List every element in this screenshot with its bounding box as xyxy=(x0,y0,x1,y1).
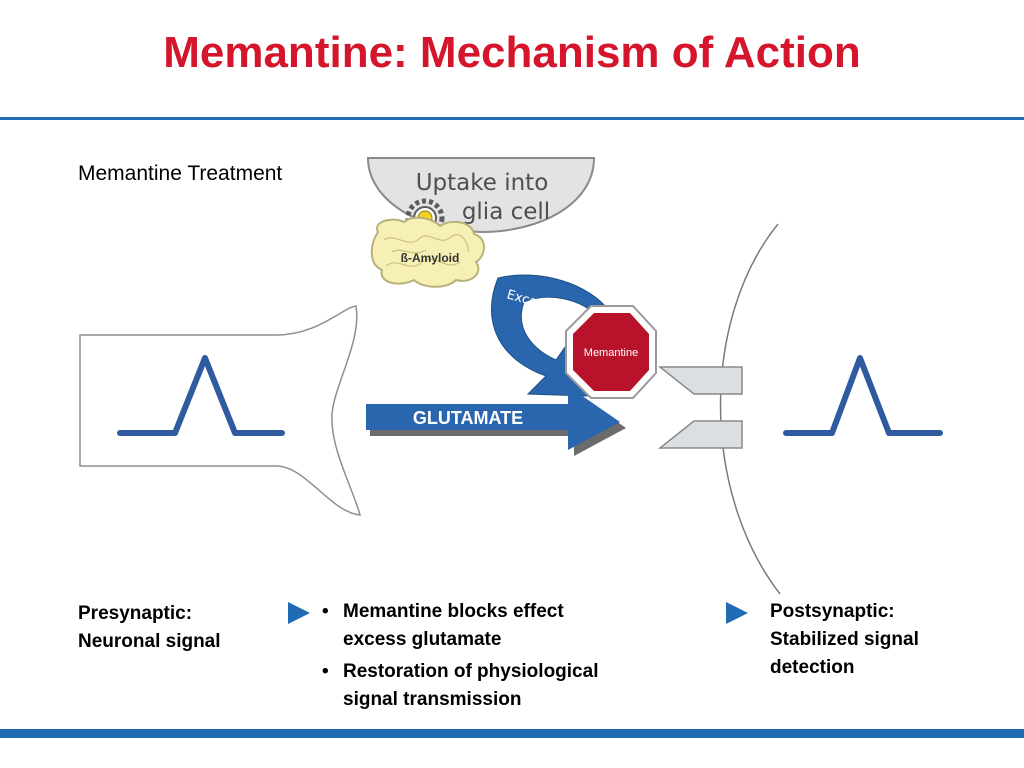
excess-glutamate-arrow xyxy=(490,274,611,397)
postsynaptic-label: Postsynaptic: Stabilized signal detectio… xyxy=(770,601,919,678)
bullet-item: Restoration of physiological signal tran… xyxy=(320,658,680,714)
amyloid-label: ß-Amyloid xyxy=(401,251,460,265)
postsynaptic-membrane xyxy=(719,223,781,595)
glia-label-line-1: Uptake into xyxy=(416,170,549,196)
receptor-lower xyxy=(657,420,743,449)
pointer-arrow-icon xyxy=(726,602,748,624)
slide-title: Memantine: Mechanism of Action xyxy=(163,28,861,77)
glutamate-arrow xyxy=(366,386,620,450)
mechanism-bullets: Memantine blocks effect excess glutamate… xyxy=(320,598,680,718)
memantine-stop-sign xyxy=(573,313,649,391)
top-divider xyxy=(0,117,1024,120)
receptor-upper xyxy=(657,366,743,395)
glia-label-line-2: glia cell xyxy=(462,199,550,225)
memantine-stop-sign-label: Memantine xyxy=(584,347,638,359)
postsynaptic-signal-spike xyxy=(783,355,943,436)
glutamate-arrow-label: GLUTAMATE xyxy=(413,408,523,428)
presynaptic-label: Presynaptic: Neuronal signal xyxy=(78,603,221,652)
presynaptic-signal-spike xyxy=(117,355,285,436)
slide-subtitle: Memantine Treatment xyxy=(78,162,283,185)
bottom-divider xyxy=(0,729,1024,738)
bullet-item: Memantine blocks effect excess glutamate xyxy=(320,598,680,654)
amyloid-texture xyxy=(383,234,469,267)
pointer-arrow-icon xyxy=(288,602,310,624)
presynaptic-neuron xyxy=(79,305,362,516)
